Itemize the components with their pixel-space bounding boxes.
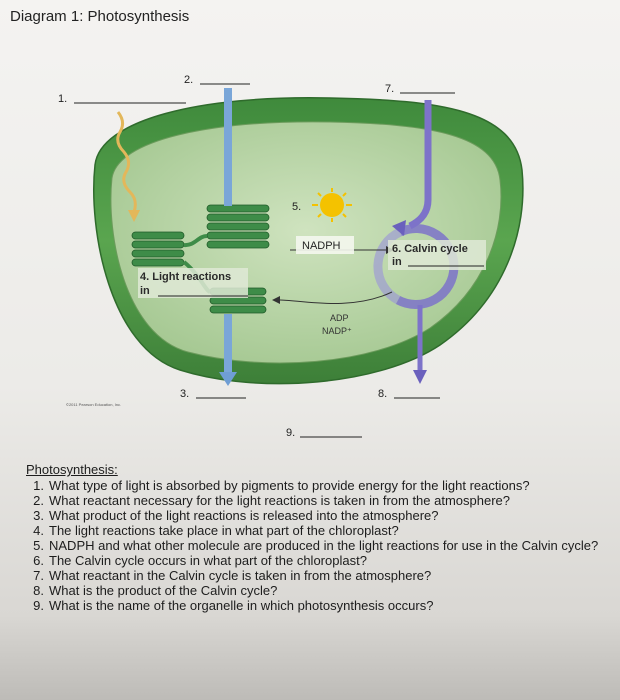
question-number: 8.: [33, 583, 44, 598]
chloroplast-diagram: 2. 1. 7. 5. NADPH 6. Calvin cycle in 4. …: [58, 74, 524, 439]
copyright-credit: ©2011 Pearson Education, Inc.: [66, 402, 121, 407]
light-label-line2: in: [140, 285, 150, 297]
nadph-box: [296, 236, 354, 254]
adp-return-arrowhead: [272, 296, 280, 304]
label-5: 5.: [292, 201, 301, 213]
question-number: 2.: [33, 493, 44, 508]
question-number: 9.: [33, 598, 44, 613]
question-text: What is the product of the Calvin cycle?: [49, 583, 278, 598]
question-list: 1. What type of light is absorbed by pigm…: [26, 478, 614, 613]
nadph-label: NADPH: [302, 240, 341, 252]
question-number: 7.: [33, 568, 44, 583]
question-item: 4. The light reactions take place in what…: [26, 523, 614, 538]
reactant-in-arrow: [224, 88, 232, 206]
light-wave-arrowhead: [128, 210, 140, 222]
label-3: 3.: [180, 388, 189, 400]
question-section: Photosynthesis: 1. What type of light is …: [26, 462, 614, 613]
energy-sun-icon: [312, 188, 352, 222]
label-8: 8.: [378, 388, 387, 400]
question-text: What reactant in the Calvin cycle is tak…: [49, 568, 432, 583]
adp-return-arrow: [279, 291, 393, 305]
calvin-output-arrowhead: [413, 370, 427, 384]
question-heading: Photosynthesis:: [26, 462, 118, 477]
light-label-box: [138, 268, 248, 298]
question-number: 3.: [33, 508, 44, 523]
light-wave-arrow: [116, 111, 137, 213]
question-item: 7. What reactant in the Calvin cycle is t…: [26, 568, 614, 583]
calvin-label-line2: in: [392, 256, 402, 268]
question-item: 9. What is the name of the organelle in w…: [26, 598, 614, 613]
product-out-arrowhead: [219, 372, 237, 386]
question-item: 2. What reactant necessary for the light …: [26, 493, 614, 508]
question-text: What reactant necessary for the light re…: [49, 493, 511, 508]
stroma-lamella: [183, 234, 208, 248]
label-7: 7.: [385, 83, 394, 95]
question-text: The Calvin cycle occurs in what part of …: [49, 553, 367, 568]
calvin-label-box: [388, 240, 486, 270]
granum-center: [206, 204, 270, 249]
question-text: The light reactions take place in what p…: [49, 523, 399, 538]
label-2: 2.: [184, 74, 193, 86]
page-title: Diagram 1: Photosynthesis: [10, 8, 190, 25]
adp-label: ADP: [330, 313, 349, 323]
question-item: 1. What type of light is absorbed by pigm…: [26, 478, 614, 493]
question-item: 6. The Calvin cycle occurs in what part o…: [26, 553, 614, 568]
question-item: 8. What is the product of the Calvin cycl…: [26, 583, 614, 598]
question-item: 5. NADPH and what other molecule are prod…: [26, 538, 614, 553]
light-label-line1: 4. Light reactions: [140, 271, 231, 283]
question-text: What type of light is absorbed by pigmen…: [49, 478, 530, 493]
calvin-label-line1: 6. Calvin cycle: [392, 243, 468, 255]
nadp-label: NADP⁺: [322, 326, 352, 336]
product-out-arrow: [224, 314, 232, 374]
question-number: 4.: [33, 523, 44, 538]
question-item: 3. What product of the light reactions is…: [26, 508, 614, 523]
granum-left: [131, 231, 185, 267]
question-text: NADPH and what other molecule are produc…: [49, 538, 599, 553]
question-text: What is the name of the organelle in whi…: [49, 598, 434, 613]
label-9: 9.: [286, 427, 295, 439]
calvin-cycle-arrowhead: [392, 220, 406, 236]
question-number: 5.: [33, 538, 44, 553]
label-1: 1.: [58, 93, 67, 105]
question-number: 6.: [33, 553, 44, 568]
question-number: 1.: [33, 478, 44, 493]
question-text: What product of the light reactions is r…: [49, 508, 439, 523]
